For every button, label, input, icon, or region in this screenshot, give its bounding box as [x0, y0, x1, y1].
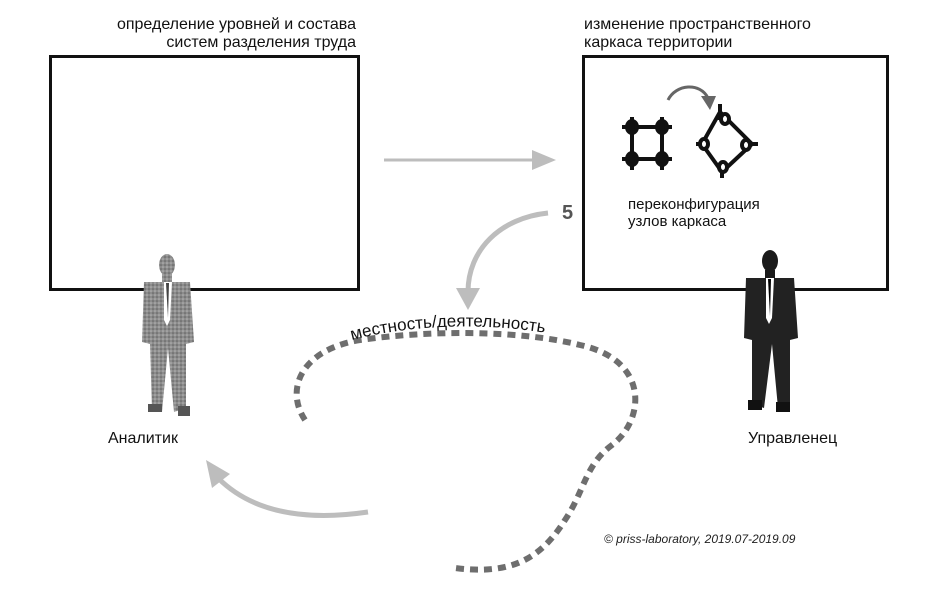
right-title: изменение пространственного каркаса терр…	[584, 16, 904, 52]
curve-label-text: местность/деятельность	[348, 311, 547, 343]
rotation-arrow-icon	[666, 85, 716, 110]
manager-label: Управленец	[748, 430, 838, 447]
copyright-credit: © priss-laboratory, 2019.07-2019.09	[604, 532, 796, 546]
return-arrow	[206, 460, 369, 518]
left-title-line2: систем разделения труда	[166, 34, 356, 51]
horizontal-arrow	[384, 150, 556, 170]
right-title-line2: каркаса территории	[584, 34, 733, 51]
right-caption: переконфигурация узлов каркаса	[628, 196, 760, 230]
right-title-line1: изменение пространственного	[584, 16, 811, 33]
right-caption-line2: узлов каркаса	[628, 213, 727, 230]
diamond-node-network-icon	[696, 104, 758, 178]
square-node-network-icon	[622, 117, 672, 170]
manager-figure	[744, 250, 798, 412]
left-panel-box	[49, 55, 360, 291]
right-caption-line1: переконфигурация	[628, 196, 760, 213]
analyst-figure	[142, 254, 194, 416]
step-number: 5	[562, 202, 574, 224]
curve-label: местность/деятельность	[348, 311, 547, 343]
left-title-line1: определение уровней и состава	[116, 16, 356, 33]
left-title: определение уровней и состава систем раз…	[0, 16, 356, 52]
dotted-curve	[293, 330, 639, 573]
analyst-label: Аналитик	[108, 430, 178, 447]
step-curved-arrow	[456, 210, 549, 310]
right-panel-box	[582, 55, 889, 291]
